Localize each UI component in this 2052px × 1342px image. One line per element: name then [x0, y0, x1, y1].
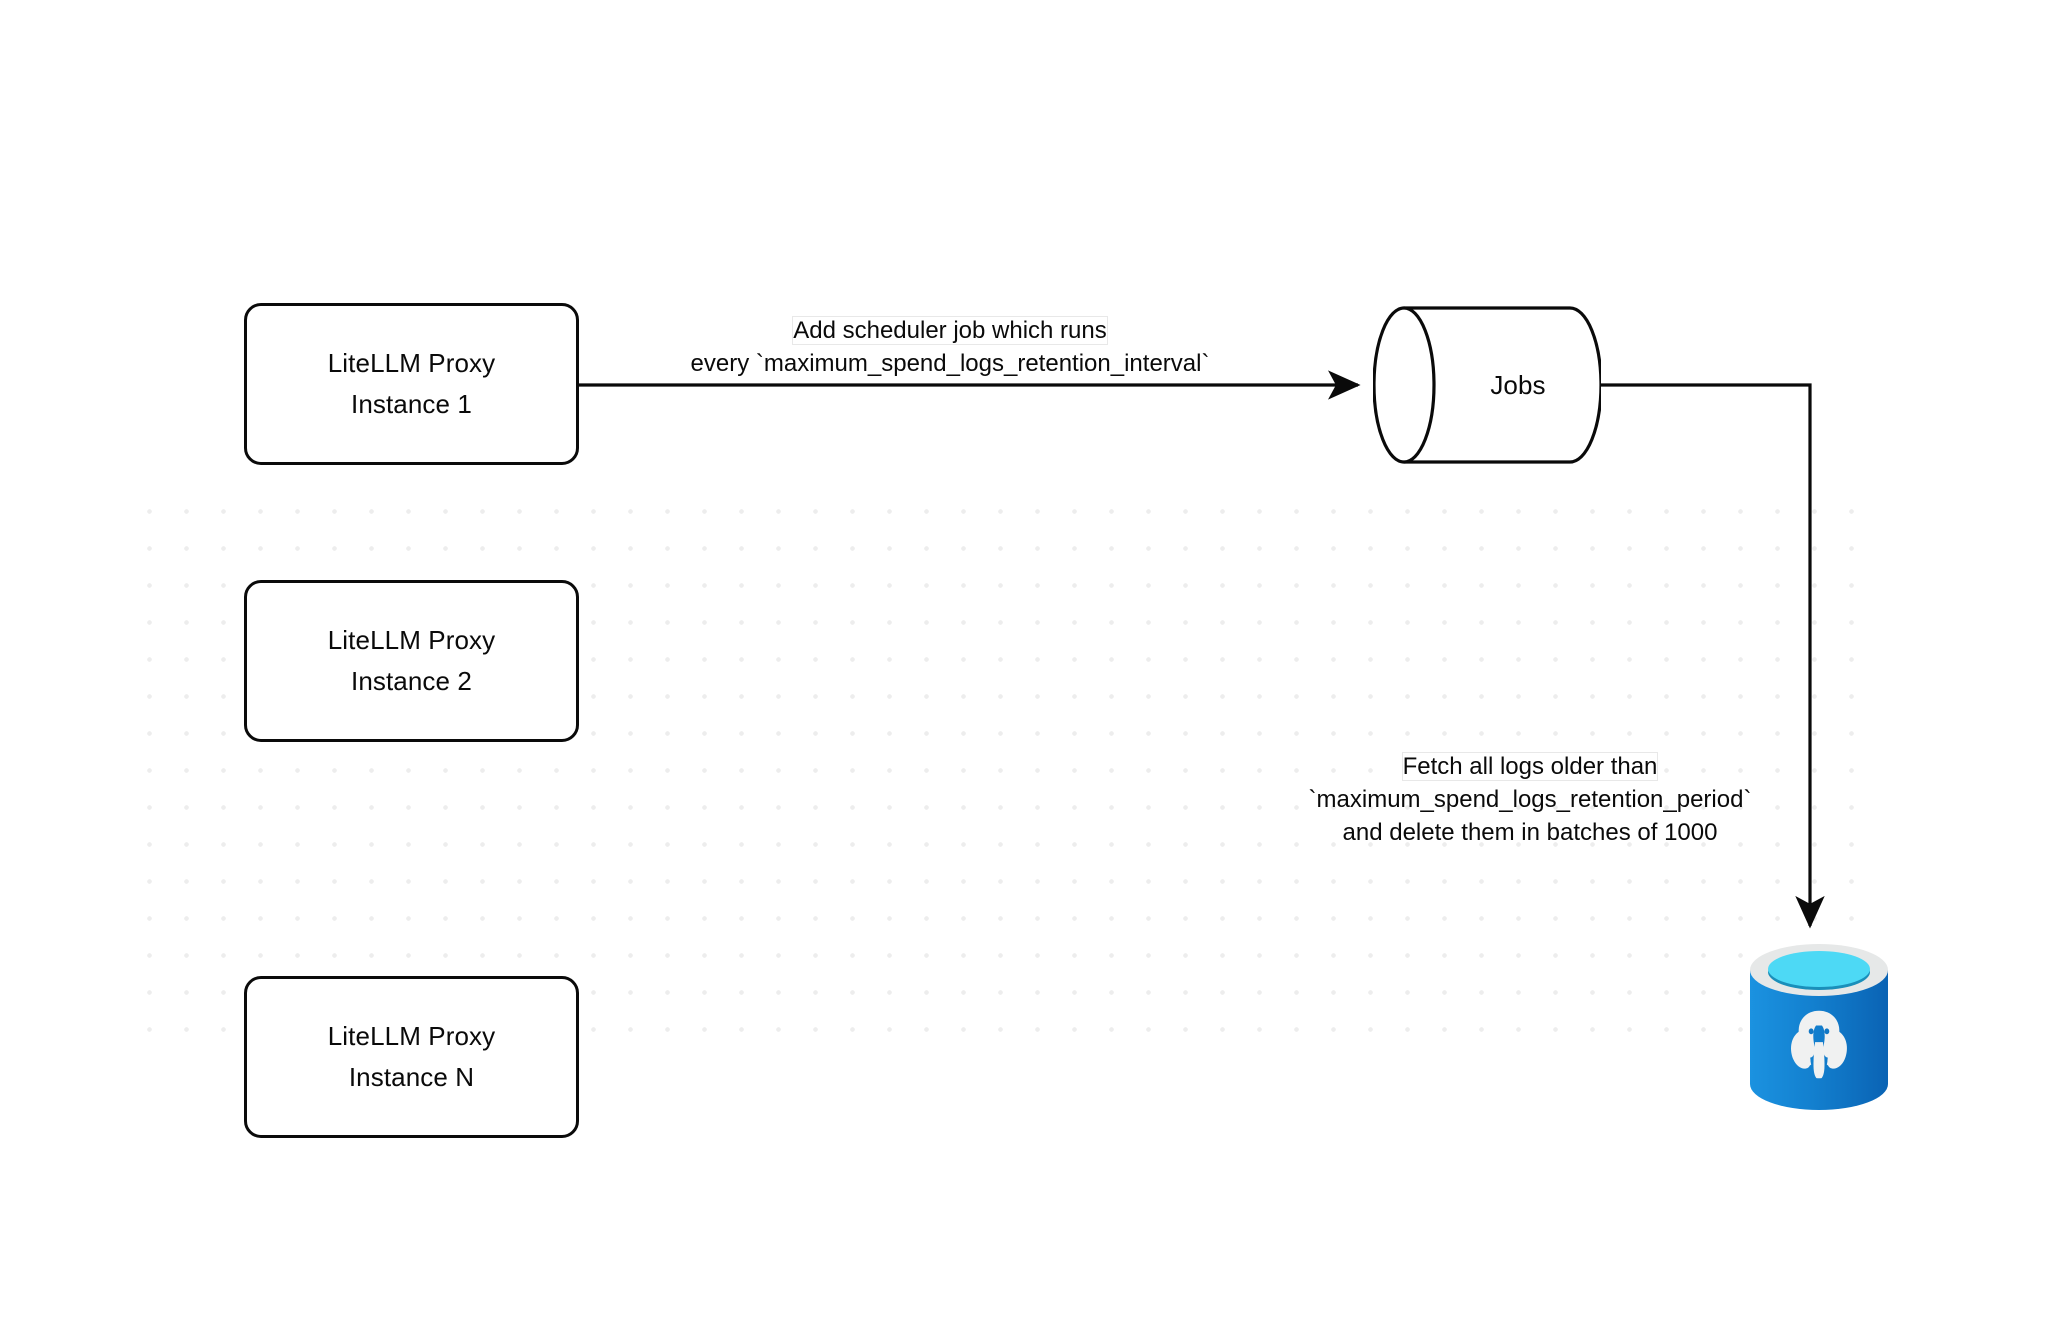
node-label-line1: LiteLLM Proxy — [327, 625, 496, 655]
node-label-line2: Instance 2 — [351, 666, 472, 696]
edge-label-line-2: every `maximum_spend_logs_retention_inte… — [690, 350, 1210, 377]
edge-label-fetch-delete: Fetch all logs older than `maximum_spend… — [1230, 750, 1830, 849]
edge-label-line-3: and delete them in batches of 1000 — [1342, 819, 1718, 846]
node-label-line2: Instance 1 — [351, 389, 472, 419]
edge-label-scheduler-job: Add scheduler job which runs every `maxi… — [560, 314, 1340, 380]
node-litellm-proxy-instance-1[interactable]: LiteLLM Proxy Instance 1 — [244, 303, 579, 465]
edge-label-line-2: `maximum_spend_logs_retention_period` — [1308, 786, 1752, 813]
postgresql-icon — [1750, 944, 1888, 1110]
edge-label-line-1: Add scheduler job which runs — [793, 317, 1107, 344]
node-litellm-proxy-instance-2[interactable]: LiteLLM Proxy Instance 2 — [244, 580, 579, 742]
node-label-line1: LiteLLM Proxy — [327, 348, 496, 378]
node-litellm-proxy-instance-n[interactable]: LiteLLM Proxy Instance N — [244, 976, 579, 1138]
node-label-line2: Instance N — [348, 1062, 475, 1092]
node-label-line1: LiteLLM Proxy — [327, 1021, 496, 1051]
jobs-cylinder-icon — [1373, 306, 1601, 464]
edge-label-line-1: Fetch all logs older than — [1402, 753, 1658, 780]
node-jobs-queue[interactable]: Jobs — [1373, 305, 1601, 465]
postgresql-database-node[interactable] — [1745, 944, 1893, 1112]
node-jobs-label: Jobs — [1490, 369, 1546, 400]
